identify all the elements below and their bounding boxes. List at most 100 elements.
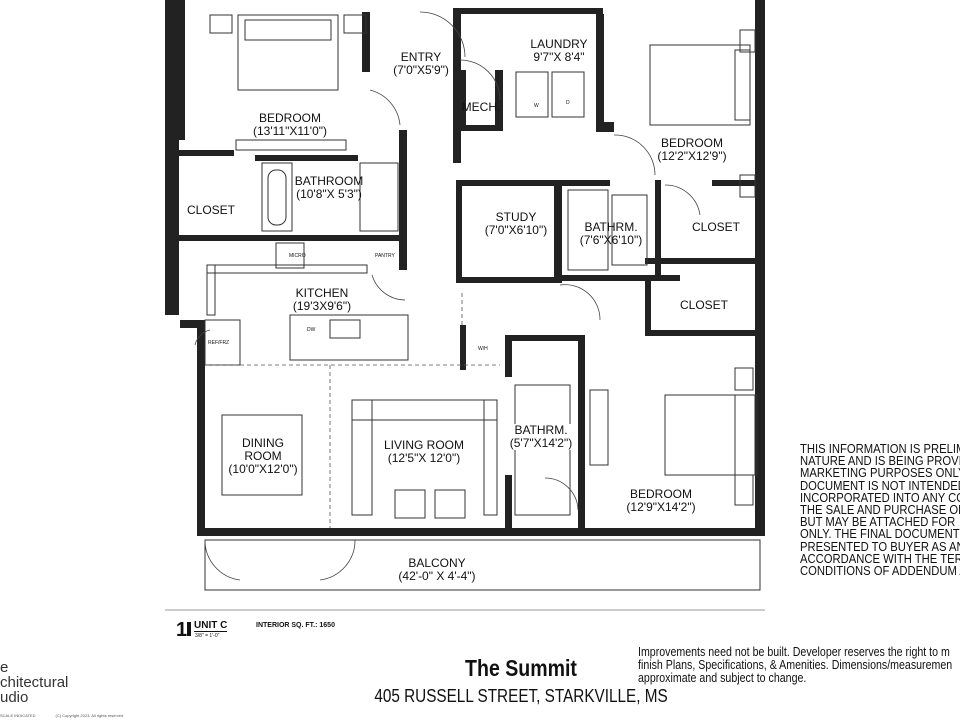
room-name: BEDROOM bbox=[258, 111, 322, 125]
bed-icon bbox=[237, 14, 339, 91]
dining-table-icon bbox=[221, 414, 303, 496]
island-icon bbox=[289, 314, 409, 361]
stove-icon bbox=[275, 242, 305, 269]
disclaimer: THIS INFORMATION IS PRELIM NATURE AND IS… bbox=[800, 442, 960, 579]
room-name: MECH. bbox=[461, 100, 501, 114]
room-kitchen: KITCHEN(19'3X9'6") bbox=[293, 287, 351, 313]
room-bedroom-2: BEDROOM(12'2"X12'9") bbox=[657, 137, 726, 163]
note-line: Improvements need not be built. Develope… bbox=[638, 645, 950, 659]
bathtub-icon bbox=[261, 162, 293, 232]
dryer-icon bbox=[551, 71, 585, 118]
title-mark bbox=[187, 622, 191, 636]
room-name: DINING bbox=[241, 436, 284, 450]
fixtures-and-furniture bbox=[204, 14, 761, 591]
balcony-outline bbox=[204, 539, 761, 591]
studio-line: udio bbox=[0, 689, 29, 706]
disclaimer-line: THE SALE AND PURCHASE OF bbox=[800, 503, 960, 518]
room-name: BALCONY bbox=[408, 556, 466, 570]
room-bathrm-2: BATHRM.(7'6"X6'10") bbox=[580, 221, 642, 247]
studio-line: e bbox=[0, 659, 9, 676]
room-name: CLOSET bbox=[691, 220, 741, 234]
micro-label: MICRO bbox=[289, 253, 306, 259]
room-name-line2: ROOM bbox=[244, 449, 282, 463]
room-size: (19'3X9'6") bbox=[292, 299, 352, 313]
walls bbox=[165, 0, 765, 536]
improvements-note: Improvements need not be built. Develope… bbox=[638, 646, 952, 685]
room-size: 9'7"X 8'4" bbox=[533, 50, 585, 64]
note-line: finish Plans, Specifications, & Amenitie… bbox=[638, 658, 953, 672]
room-size: (12'5"X 12'0") bbox=[387, 451, 461, 465]
room-name: STUDY bbox=[495, 210, 537, 224]
room-study: STUDY(7'0"X6'10") bbox=[485, 211, 547, 237]
project-title: The Summit bbox=[465, 655, 577, 681]
room-name: BATHRM. bbox=[584, 220, 638, 234]
sofa-icon bbox=[351, 399, 498, 421]
room-name: BEDROOM bbox=[629, 487, 693, 501]
room-name: ENTRY bbox=[400, 50, 442, 64]
room-bathrm-3: BATHRM.(5'7"X14'2") bbox=[509, 423, 573, 450]
disclaimer-line: THIS INFORMATION IS PRELIM bbox=[800, 442, 960, 456]
room-living: LIVING ROOM(12'5"X 12'0") bbox=[383, 438, 465, 465]
disclaimer-line: PRESENTED TO BUYER AS AN bbox=[800, 539, 960, 554]
room-size: (10'0"X12'0") bbox=[228, 462, 298, 476]
disclaimer-line: ONLY. THE FINAL DOCUMENT bbox=[800, 527, 960, 542]
room-name: BATHROOM bbox=[294, 174, 364, 188]
disclaimer-line: INCORPORATED INTO ANY CO bbox=[800, 490, 960, 505]
room-size: (7'0"X6'10") bbox=[484, 223, 548, 237]
footer-scale: SCALE INDICATED bbox=[0, 713, 36, 718]
washer-label: W bbox=[534, 103, 539, 109]
dw-label: DW bbox=[307, 327, 316, 333]
wh-label: W/H bbox=[478, 346, 488, 352]
disclaimer-line: ACCORDANCE WITH THE TER bbox=[800, 551, 960, 566]
room-entry: ENTRY(7'0"X5'9") bbox=[393, 51, 449, 77]
room-bathroom: BATHROOM(10'8"X 5'3") bbox=[295, 175, 363, 201]
room-closet-1: CLOSET bbox=[187, 204, 235, 217]
room-name: CLOSET bbox=[679, 298, 729, 312]
room-size: (7'0"X5'9") bbox=[393, 63, 449, 77]
room-name: BEDROOM bbox=[660, 136, 724, 150]
room-name: LAUNDRY bbox=[530, 37, 588, 51]
drawing-scale: 3/8" = 1'-0" bbox=[195, 633, 220, 639]
room-closet-3: CLOSET bbox=[680, 299, 728, 312]
disclaimer-line: CONDITIONS OF ADDENDUM A bbox=[800, 564, 960, 579]
unit-name: UNIT C bbox=[194, 620, 228, 632]
pantry-label: PANTRY bbox=[375, 253, 395, 259]
drawing-number: 1 bbox=[176, 619, 188, 641]
room-bedroom-1: BEDROOM(13'11"X11'0") bbox=[253, 112, 327, 138]
door-swings bbox=[194, 11, 701, 581]
ref-label: REF/FRZ bbox=[208, 340, 230, 346]
room-mech: MECH. bbox=[462, 101, 501, 114]
room-name: CLOSET bbox=[186, 203, 236, 217]
washer-icon bbox=[515, 71, 549, 118]
room-bedroom-3: BEDROOM(12'9"X14'2") bbox=[626, 488, 695, 514]
room-name: BATHRM. bbox=[514, 423, 568, 437]
note-line: approximate and subject to change. bbox=[638, 671, 807, 685]
dashed-lines bbox=[205, 293, 500, 528]
room-size: (7'6"X6'10") bbox=[579, 233, 643, 247]
dryer-label: D bbox=[566, 100, 570, 106]
footer: SCALE INDICATED (C) Copyright 2023. All r… bbox=[0, 713, 123, 718]
bed-icon bbox=[664, 394, 758, 476]
project-address: 405 RUSSELL STREET, STARKVILLE, MS bbox=[374, 686, 668, 706]
disclaimer-line: DOCUMENT IS NOT INTENDED bbox=[800, 478, 960, 493]
room-size: (12'9"X14'2") bbox=[626, 500, 696, 514]
studio-line: chitectural bbox=[0, 674, 69, 691]
room-name: LIVING ROOM bbox=[383, 438, 465, 452]
room-size: (10'8"X 5'3") bbox=[296, 187, 362, 201]
studio-logo: e chitectural udio bbox=[0, 660, 68, 705]
room-balcony: BALCONY(42'-0" X 4'-4") bbox=[398, 557, 475, 583]
room-size: (13'11"X11'0") bbox=[252, 124, 328, 138]
room-size: (42'-0" X 4'-4") bbox=[398, 569, 476, 583]
disclaimer-line: MARKETING PURPOSES ONLY bbox=[800, 466, 960, 481]
disclaimer-line: BUT MAY BE ATTACHED FOR bbox=[800, 515, 956, 530]
footer-copyright: (C) Copyright 2023. All rights reserved bbox=[55, 713, 124, 718]
interior-sqft: INTERIOR SQ. FT.: 1650 bbox=[256, 622, 335, 629]
disclaimer-line: NATURE AND IS BEING PROVI bbox=[800, 454, 960, 469]
room-size: (12'2"X12'9") bbox=[657, 149, 727, 163]
shower-icon bbox=[567, 189, 609, 271]
room-closet-2: CLOSET bbox=[692, 221, 740, 234]
